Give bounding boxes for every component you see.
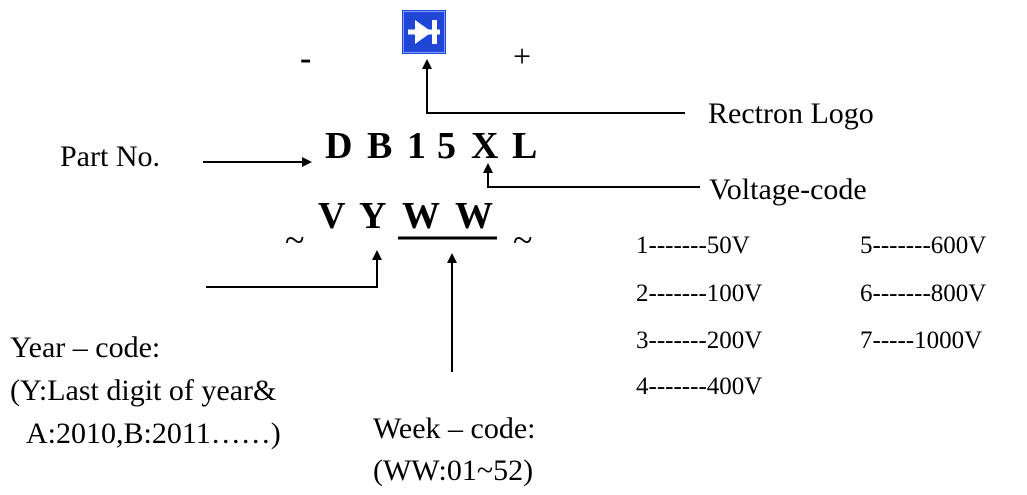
year-code-example: A:2010,B:2011……) — [26, 417, 281, 450]
voltage-entry-5: 5-------600V — [860, 232, 987, 259]
marking-char-l: L — [512, 125, 538, 167]
part-no-label: Part No. — [60, 140, 160, 173]
marking-char-b: B — [367, 125, 393, 167]
tilde-right: ~ — [513, 220, 533, 260]
rectron-logo-label: Rectron Logo — [708, 97, 874, 130]
voltage-entry-7: 7-----1000V — [860, 327, 983, 354]
marking-char-x: X — [471, 125, 499, 167]
voltage-entry-1: 1-------50V — [636, 232, 750, 259]
marking-char-d: D — [325, 125, 353, 167]
voltage-entry-2: 2-------100V — [636, 280, 763, 307]
plus-polarity: + — [513, 38, 532, 74]
rectron-diode-logo-icon — [402, 10, 446, 54]
marking-char-1: 1 — [407, 125, 426, 167]
marking-char-5: 5 — [437, 125, 456, 167]
marking-char-y: Y — [359, 195, 387, 237]
voltage-code-label: Voltage-code — [709, 173, 867, 206]
year-code-leader-line — [206, 250, 382, 288]
voltage-entry-4: 4-------400V — [636, 373, 763, 400]
voltage-code-leader-line — [483, 163, 700, 188]
minus-polarity: - — [300, 40, 312, 77]
marking-char-w1: W — [402, 195, 440, 237]
year-code-description: (Y:Last digit of year& — [10, 374, 277, 407]
marking-char-v: V — [318, 195, 346, 237]
week-code-title: Week – code: — [373, 412, 536, 445]
year-code-title: Year – code: — [10, 331, 161, 364]
week-code-range: (WW:01~52) — [373, 454, 534, 487]
marking-char-w2: W — [455, 195, 493, 237]
voltage-entry-3: 3-------200V — [636, 327, 763, 354]
tilde-left: ~ — [285, 220, 305, 260]
voltage-entry-6: 6-------800V — [860, 280, 987, 307]
logo-leader-line — [422, 59, 685, 114]
